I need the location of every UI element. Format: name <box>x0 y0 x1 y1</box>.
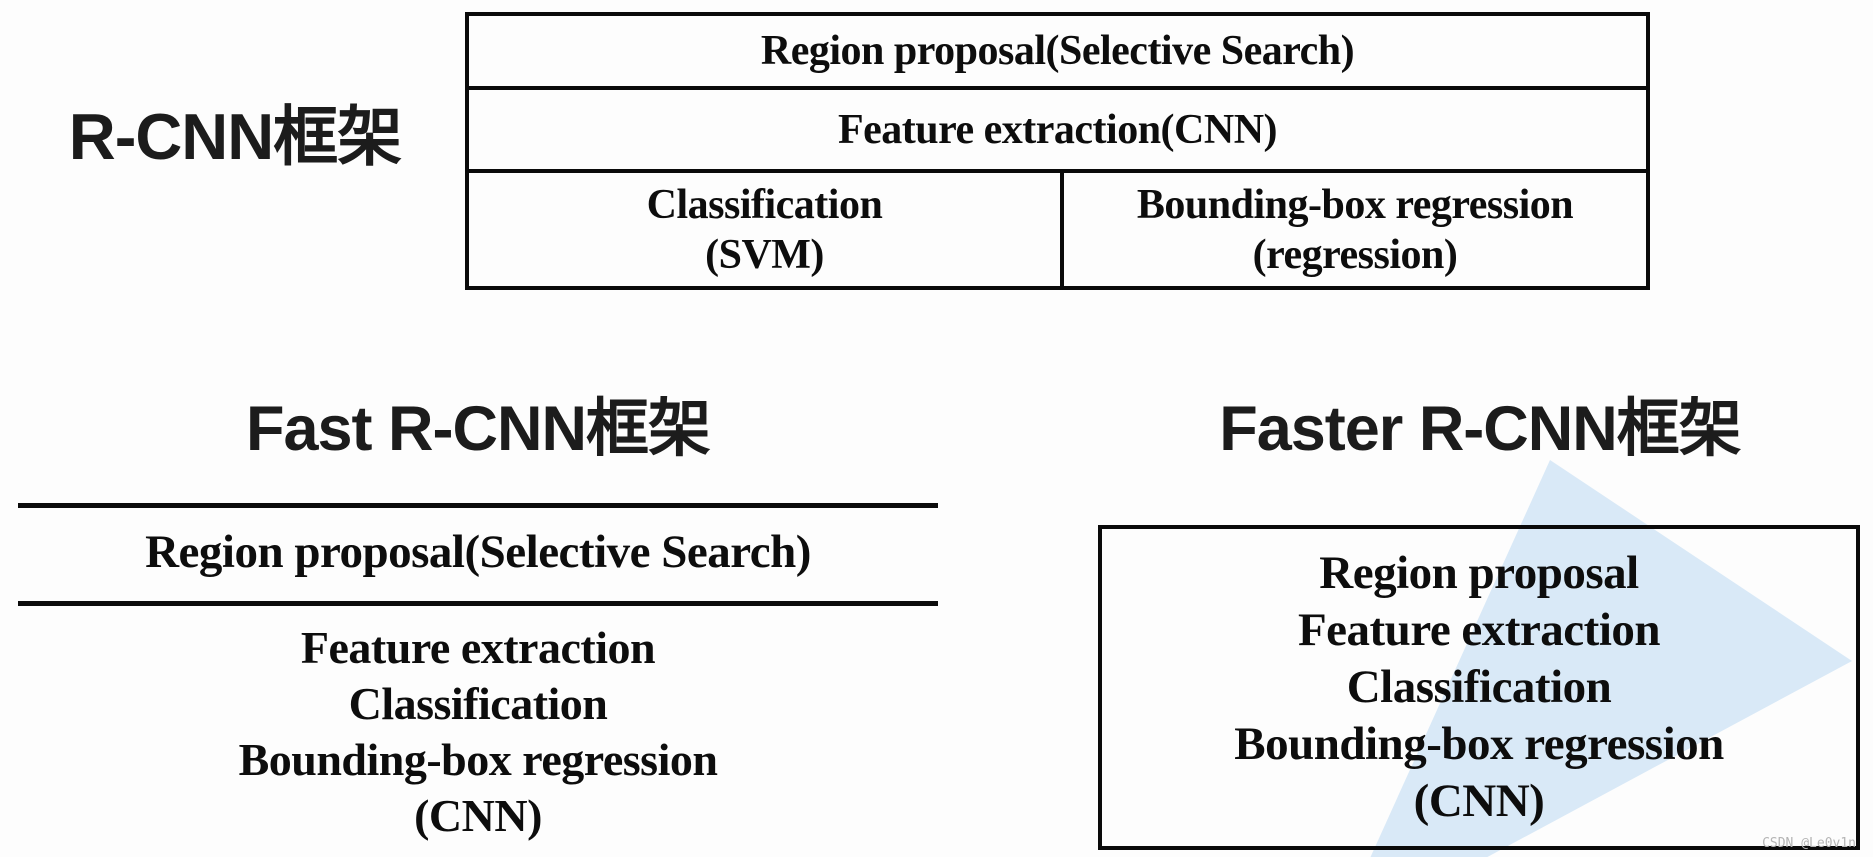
faster-rcnn-section-title: Faster R-CNN框架 <box>1219 394 1742 464</box>
classification-line2: (SVM) <box>705 231 824 278</box>
fast-rcnn-section-title: Fast R-CNN框架 <box>245 394 711 464</box>
faster-step-feature-extraction: Feature extraction <box>1297 604 1661 656</box>
rcnn-section-title: R-CNN框架 <box>68 100 402 173</box>
csdn-watermark-text: CSDN @Le0v1n <box>1762 836 1856 851</box>
bbox-line1: Bounding-box regression <box>1136 181 1574 228</box>
faster-step-classification: Classification <box>1346 661 1612 713</box>
faster-step-bbox-regression: Bounding-box regression <box>1234 718 1724 770</box>
fast-rcnn-top-rule <box>18 503 938 508</box>
rcnn-cell-bbox-regression: Bounding-box regression (regression) <box>1064 173 1646 286</box>
rcnn-framework-table: Region proposal(Selective Search) Featur… <box>465 12 1650 290</box>
fast-rcnn-steps: Feature extraction Classification Boundi… <box>18 620 938 844</box>
faster-step-cnn: (CNN) <box>1413 775 1545 827</box>
faster-step-region-proposal: Region proposal <box>1319 547 1639 599</box>
fast-step-feature-extraction: Feature extraction <box>300 622 656 673</box>
faster-rcnn-framework-box: Region proposal Feature extraction Class… <box>1098 525 1860 850</box>
rcnn-row-split: Classification (SVM) Bounding-box regres… <box>469 173 1646 286</box>
rcnn-cell-classification: Classification (SVM) <box>469 173 1064 286</box>
classification-line1: Classification <box>646 181 883 228</box>
rcnn-row-region-proposal: Region proposal(Selective Search) <box>469 16 1646 90</box>
fast-rcnn-bottom-rule <box>18 601 938 606</box>
bbox-line2: (regression) <box>1252 231 1458 278</box>
play-triangle-watermark-icon <box>1370 460 1852 857</box>
fast-step-cnn: (CNN) <box>414 790 542 841</box>
rcnn-row-feature-extraction: Feature extraction(CNN) <box>469 90 1646 173</box>
fast-rcnn-region-proposal: Region proposal(Selective Search) <box>145 526 811 578</box>
fast-step-classification: Classification <box>348 678 608 729</box>
fast-step-bbox-regression: Bounding-box regression <box>238 734 718 785</box>
